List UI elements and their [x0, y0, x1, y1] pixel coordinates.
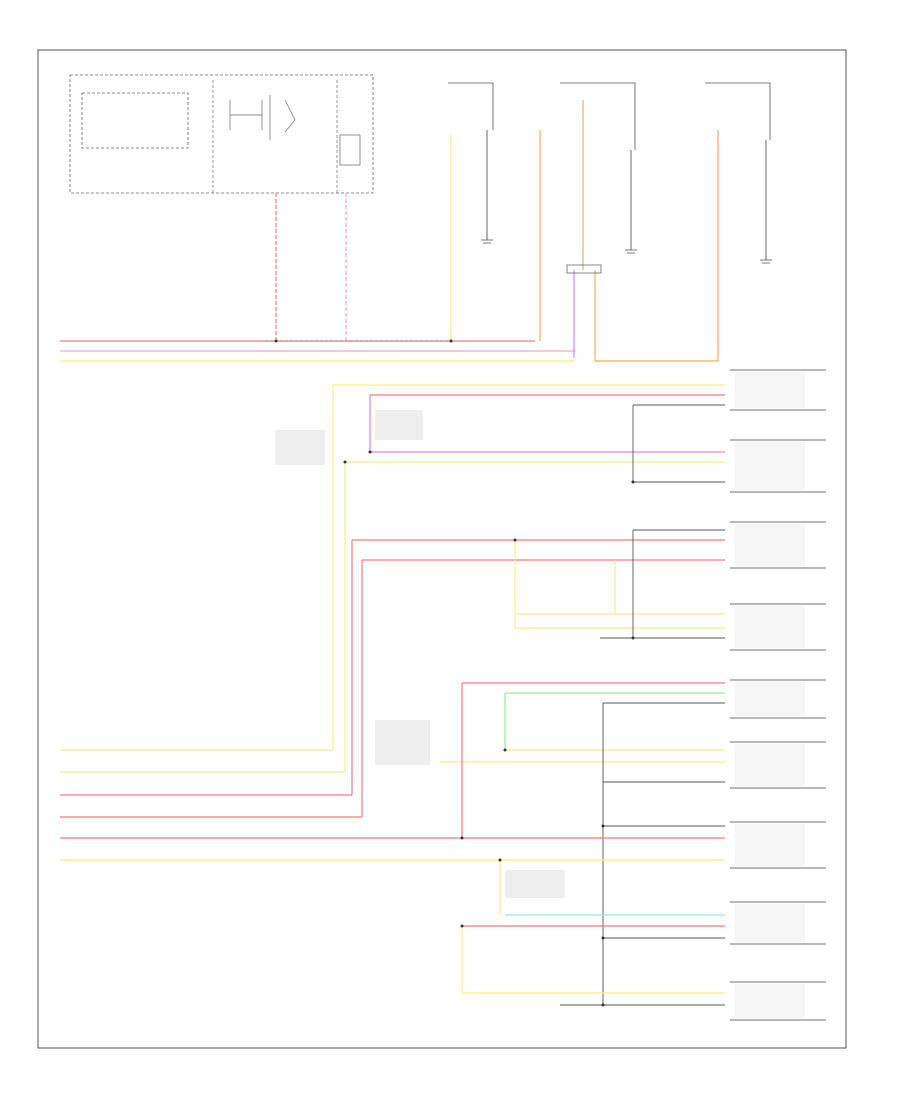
module-box-1 [448, 82, 494, 130]
component-connectors [730, 369, 826, 1021]
splice-points [274, 339, 635, 1007]
component-text-placeholders [275, 372, 805, 1018]
ground-symbol [481, 239, 772, 264]
relay-switch [229, 95, 296, 140]
diagram-frame [37, 49, 847, 1049]
module-box-3 [705, 82, 771, 140]
relay-box-inner [81, 92, 189, 149]
splice-block [566, 264, 602, 274]
module-box-2 [560, 82, 636, 150]
relay-box-outline [69, 74, 374, 194]
fuse-element [339, 134, 361, 166]
